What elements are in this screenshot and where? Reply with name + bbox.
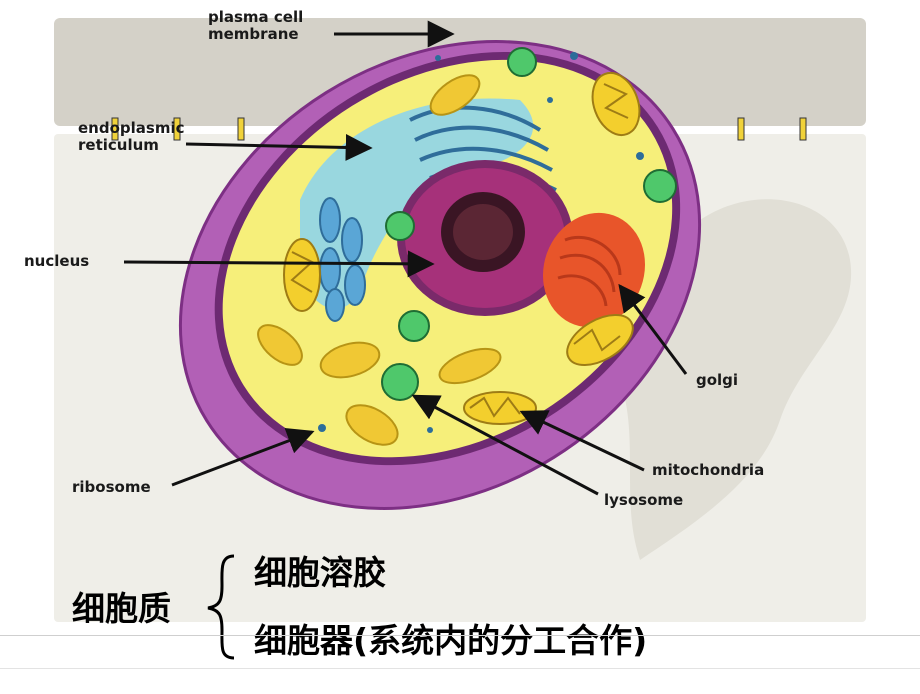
mitochondria-cristae [290,83,629,418]
lysosomes [381,47,677,401]
arrow-er [185,133,373,161]
arrow-nucleus [123,250,435,278]
cytoplasm-part-organelles: 细胞器(系统内的分工合作) [254,621,648,660]
mitochondria-group [283,72,641,425]
brace-icon [207,554,235,660]
label-ribosome: ribosome [72,478,151,496]
ribosome-dots [318,52,644,433]
label-golgi: golgi [696,371,739,389]
arrow-lysosome [411,394,599,496]
label-nucleus: nucleus [24,252,90,270]
pointer-arrows [123,20,688,496]
label-lysosome: lysosome [604,491,684,509]
nucleus [397,160,573,316]
divider-line [0,668,920,669]
label-mitochondria: mitochondria [652,461,765,479]
label-endoplasmic-reticulum: endoplasmic reticulum [78,119,185,154]
divider-line [0,635,920,636]
vesicles [257,74,502,446]
arrow-ribosome [171,427,315,487]
arrow-mitochondria [519,410,645,472]
cytoplasm-title: 细胞质 [72,589,171,628]
cytoplasm-part-cytosol: 细胞溶胶 [254,553,386,592]
arrow-golgi [618,283,688,375]
label-plasma-membrane: plasma cell membrane [208,8,304,43]
